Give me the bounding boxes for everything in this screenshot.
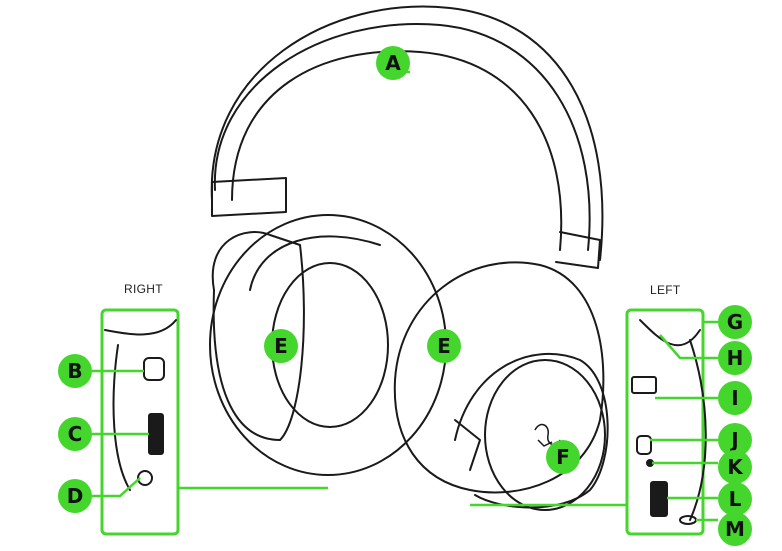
left-charging-port [679, 515, 697, 525]
callout-d: D [58, 479, 92, 513]
leader-d [92, 477, 141, 498]
callout-f: F [546, 440, 580, 474]
right-volume-dial [148, 413, 164, 455]
headband-band [213, 23, 591, 251]
right-usb-port [137, 470, 153, 486]
headband-segment-left [555, 231, 601, 269]
left-volume-dial [650, 481, 668, 517]
callout-e-right: E [264, 329, 298, 363]
callout-c: C [58, 417, 92, 451]
headband-inner [231, 50, 563, 251]
left-side-label: LEFT [650, 283, 681, 297]
callout-g: G [718, 305, 752, 339]
right-earcup-shell [211, 231, 305, 441]
right-mic-mute-button [143, 357, 165, 381]
left-power-button [636, 435, 652, 455]
headband-segment-right [211, 177, 287, 217]
callout-m: M [718, 512, 752, 546]
callout-k: K [718, 450, 752, 484]
left-earcup-hinge [454, 419, 481, 471]
left-detail-panel [625, 308, 705, 536]
headband-outer [210, 5, 604, 261]
leader-h [659, 334, 718, 360]
callout-e-left: E [427, 329, 461, 363]
left-earcup-plate [484, 359, 606, 511]
right-ear-cushion-rim [249, 235, 381, 291]
left-earcup-shell [454, 352, 609, 509]
callout-h: H [718, 341, 752, 375]
callout-i: I [718, 381, 752, 415]
left-mic-port [631, 376, 657, 394]
callout-b: B [58, 354, 92, 388]
callout-l: L [718, 482, 752, 516]
right-detail-panel [100, 308, 180, 536]
right-ear-cushion-outer [209, 214, 447, 476]
callout-a: A [376, 46, 410, 80]
right-side-label: RIGHT [124, 282, 163, 296]
